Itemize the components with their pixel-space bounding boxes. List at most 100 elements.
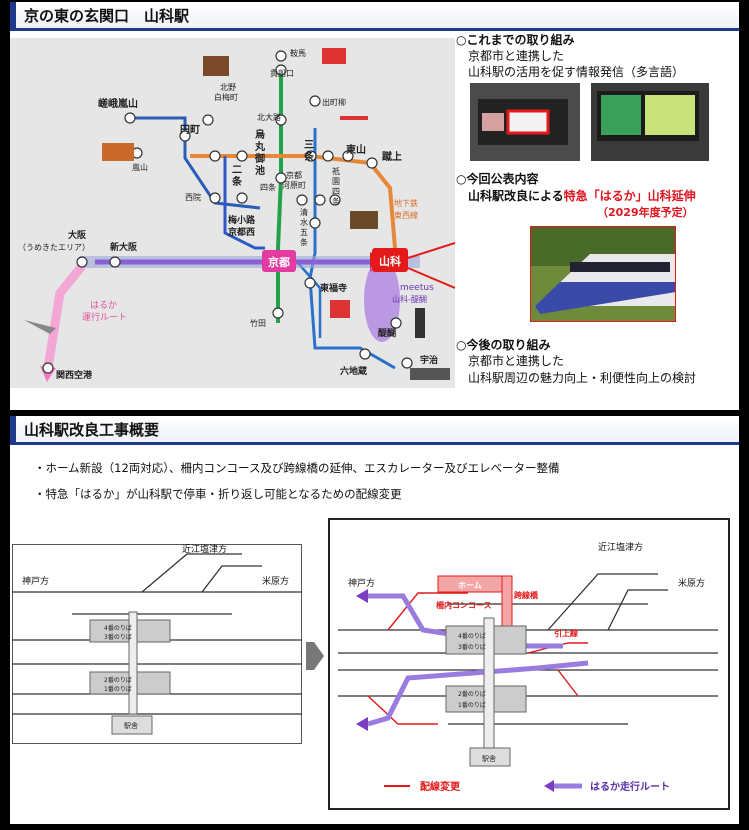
title-accent (10, 2, 16, 28)
before-building (111, 715, 153, 735)
yamashina-station-box (372, 248, 408, 272)
section-3-line-1: 京都市と連携した (468, 354, 565, 368)
panel2-title-bar: 山科駅改良工事概要 (10, 416, 739, 445)
before-maibara: 米原方 (262, 575, 289, 587)
panel2-title: 山科駅改良工事概要 (24, 421, 160, 439)
after-building (469, 747, 511, 767)
panel-construction: 山科駅改良工事概要 ・ホーム新設（12両対応）、柵内コンコース及び跨線橋の延伸、… (10, 416, 739, 824)
label-takeda: 竹田 (250, 318, 266, 328)
label-arashiyama2: 嵐山 (132, 162, 148, 172)
label-haruka1: はるか (90, 300, 117, 311)
before-kobe: 神戸方 (22, 575, 49, 587)
arrow-right-icon (306, 642, 324, 670)
label-kibuneguchi: 貴船口 (270, 68, 294, 78)
haruka-route-pink (43, 263, 86, 369)
after-track-diagram: 神戸方 近江塩津方 米原方 ホーム 柵内コンコース 跨線橋 引上線 4番のりば … (328, 518, 730, 810)
label-umekoji2: 京都西 (228, 226, 255, 238)
section-1-line-2: 山科駅の活用を促す情報発信（多言語） (468, 65, 685, 79)
landmark-icons (24, 48, 450, 380)
label-kiyomizu3: 五 (300, 228, 308, 237)
label-shijo: 四条 (260, 182, 276, 192)
haruka-route-top (368, 593, 563, 649)
label-meetus1: meetus (400, 283, 434, 293)
after-kobe: 神戸方 (348, 577, 375, 589)
label-gion3: 四 (332, 187, 340, 196)
label-karasuma1: 烏 (255, 128, 265, 141)
label-tozai2: 東西線 (394, 210, 418, 220)
signage-photo-1 (470, 83, 580, 161)
label-emmachi: 円町 (180, 124, 200, 136)
haruka-route-bottom-arrowhead (356, 717, 368, 731)
before-station-building: 駅舎 (124, 722, 138, 730)
airplane-icon (24, 320, 56, 334)
mountain-icon (102, 143, 134, 161)
connector-line-2 (407, 267, 455, 289)
label-shin-osaka: 新大阪 (110, 241, 138, 253)
nara-line (297, 262, 322, 338)
panel-title-bar: 京の東の玄関口 山科駅 (10, 2, 739, 31)
label-arashiyama: 嵯峨嵐山 (98, 97, 138, 110)
after-p3: 3番のりば (458, 643, 486, 651)
legend-route-arrowhead (544, 780, 554, 792)
label-higashiyama: 東山 (346, 143, 366, 156)
label-demachiyanagi: 出町柳 (322, 97, 346, 107)
label-daigo: 醍醐 (378, 327, 396, 339)
label-gion4: 条 (332, 196, 340, 206)
haruka-route-top-arrowhead (356, 589, 368, 603)
before-p4: 4番のりば (104, 624, 132, 632)
section-1-heading: ○これまでの取り組み (456, 33, 575, 47)
rewired-tracks (367, 592, 588, 725)
label-nijo2: 条 (231, 175, 243, 188)
section-3-heading: ○今後の取り組み (456, 338, 551, 352)
route-map: 京都 山科 鞍馬 貴船口 北野 白梅町 嵯峨嵐山 出町柳 北大路 円町 烏 (10, 38, 455, 388)
torii-icon (340, 116, 368, 120)
panel-title: 京の東の玄関口 山科駅 (24, 7, 190, 25)
connector-line-1 (407, 242, 455, 259)
after-p2: 2番のりば (458, 690, 486, 698)
label-kiyomizu2: 水 (300, 217, 308, 227)
after-p4: 4番のりば (458, 632, 486, 640)
after-hikiage: 引上線 (554, 628, 578, 638)
section-1-line-1: 京都市と連携した (468, 49, 565, 63)
before-p1: 1番のりば (104, 685, 132, 693)
label-nijo1: 二 (232, 164, 242, 176)
label-kiyomizu1: 清 (300, 207, 308, 217)
after-maibara: 米原方 (678, 577, 705, 589)
subway-blue (223, 156, 265, 250)
section-2-prefix: 山科駅改良による (468, 189, 564, 203)
label-keage: 蹴上 (382, 150, 402, 163)
label-hakubaicho: 白梅町 (214, 92, 238, 102)
label-karasuma4: 池 (255, 164, 265, 177)
label-rokujizo: 六地蔵 (340, 365, 367, 377)
yamashina-station-label: 山科 (379, 254, 401, 268)
label-kawaramachi2: 河原町 (282, 180, 306, 190)
label-haruka2: 運行ルート (82, 311, 127, 323)
title2-accent (10, 416, 16, 442)
label-karasuma3: 御 (254, 152, 265, 165)
label-uji: 宇治 (420, 354, 438, 366)
section-2-heading: ○今回公表内容 (456, 172, 539, 186)
after-omi: 近江塩津方 (598, 541, 643, 553)
label-tofukuji: 東福寺 (320, 282, 347, 294)
kyoto-station-label: 京都 (268, 255, 290, 269)
section-2-highlight: 特急「はるか」山科延伸 (563, 189, 696, 203)
haruka-route-bottom (367, 660, 589, 727)
signage-photo-2 (591, 83, 709, 161)
sanin-line (130, 116, 261, 210)
after-bridge-label: 跨線橋 (514, 590, 539, 600)
station-dots (42, 50, 413, 374)
transition-arrow (306, 642, 324, 670)
label-sanjo2: 条 (303, 150, 315, 163)
before-p2: 2番のりば (104, 676, 132, 684)
label-umekoji1: 梅小路 (228, 214, 256, 226)
label-umekita: （うめきたエリア） (18, 243, 90, 252)
label-tozai1: 地下鉄 (394, 198, 418, 208)
byodoin-icon (410, 368, 450, 380)
section-2-line: 山科駅改良による特急「はるか」山科延伸 (468, 187, 696, 204)
bullet-1: ・ホーム新設（12両対応）、柵内コンコース及び跨線橋の延伸、エスカレーター及びエ… (34, 461, 560, 475)
label-kansai-airport: 関西空港 (56, 369, 93, 381)
label-gion1: 祇 (332, 166, 340, 176)
label-karasuma2: 丸 (254, 140, 266, 153)
temple-icon (203, 56, 229, 76)
legend-route-label: はるか走行ルート (590, 780, 670, 793)
